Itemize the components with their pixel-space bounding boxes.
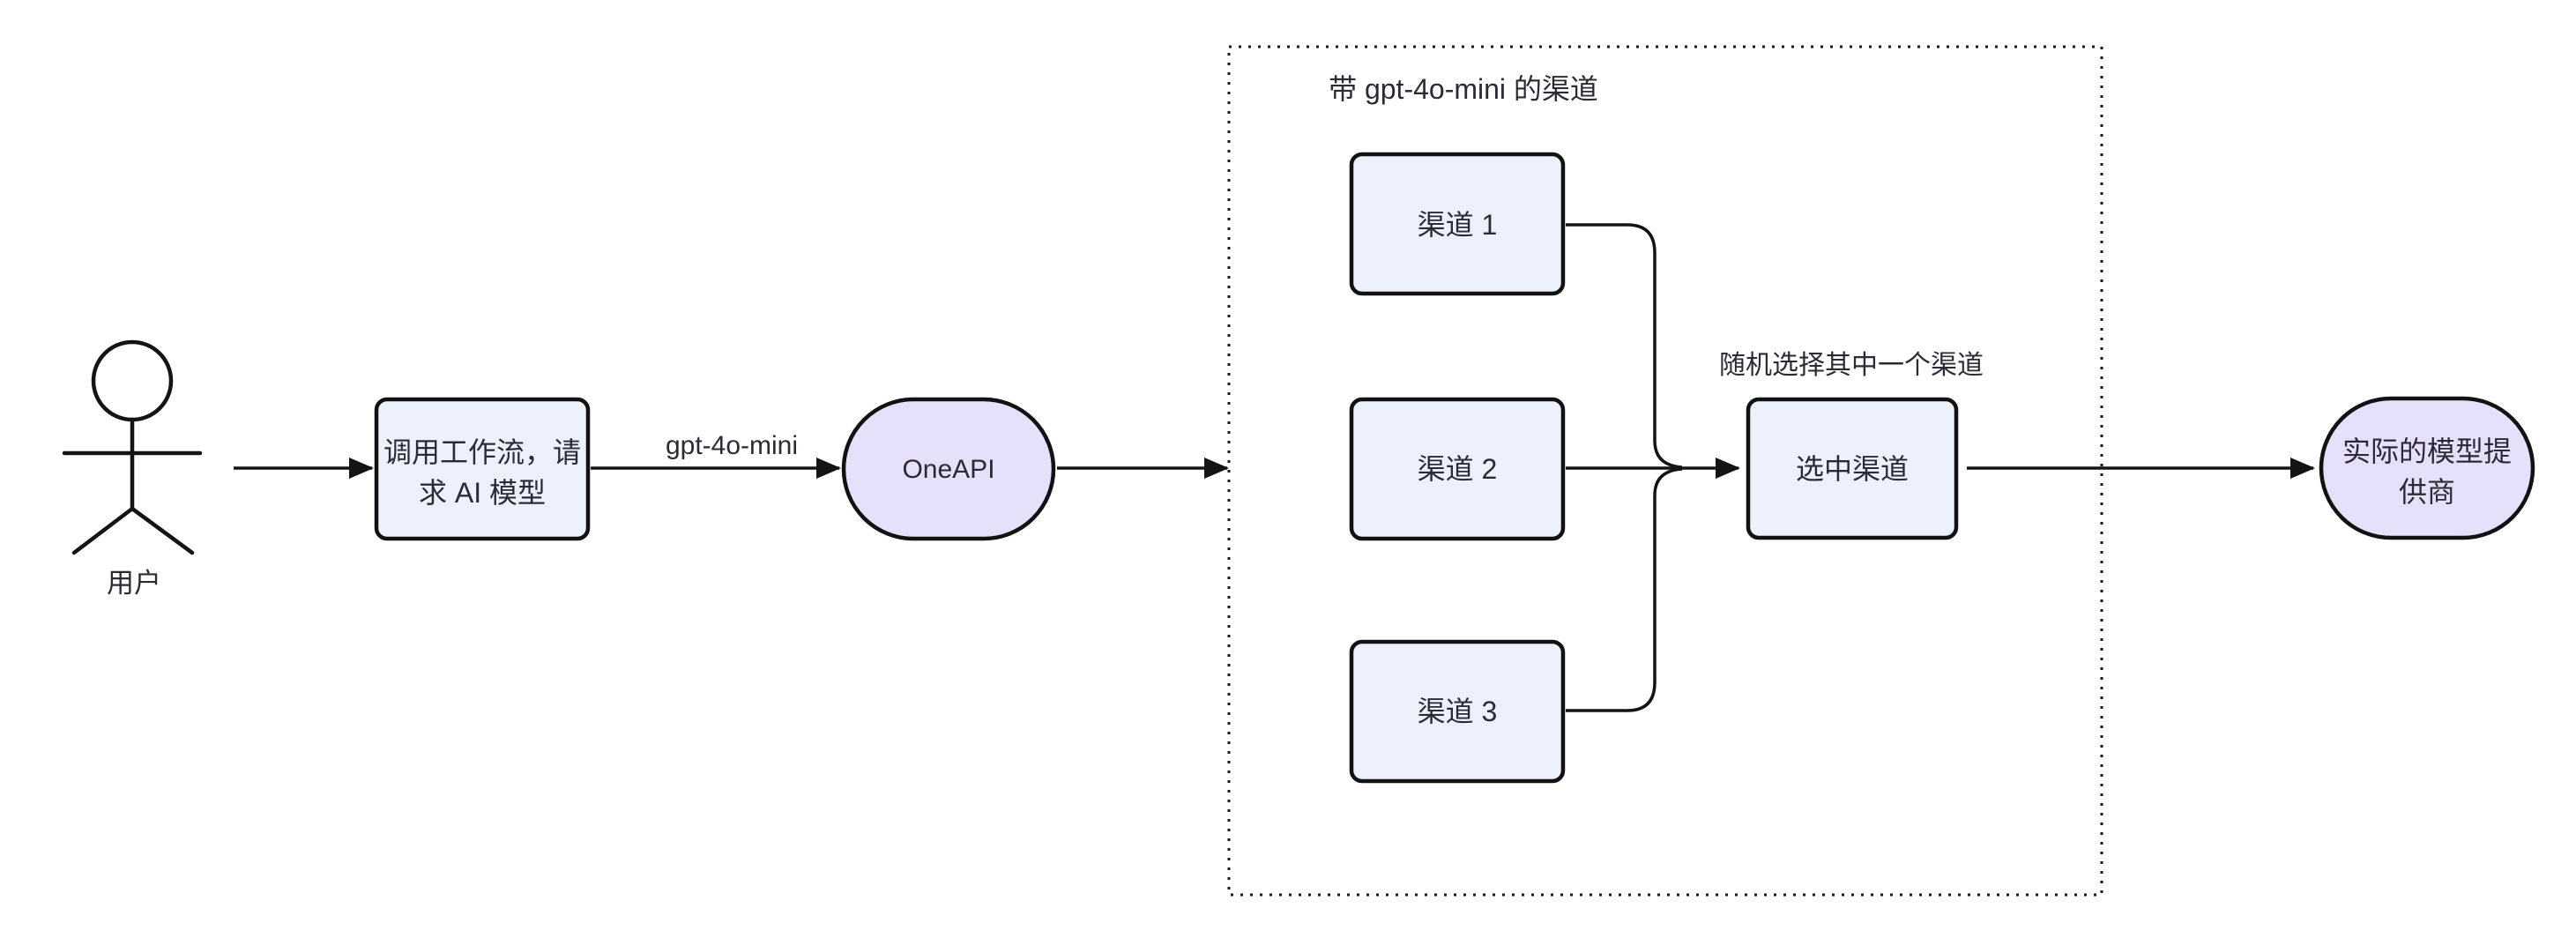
node-workflow-label-line1: 调用工作流，请 <box>383 436 581 468</box>
node-oneapi-shape <box>841 397 1056 541</box>
node-channel2-label: 渠道 2 <box>1418 453 1498 485</box>
edge-channel1-to-merge <box>1566 223 1683 469</box>
actor-right-leg-icon <box>130 506 195 555</box>
node-provider-label-line2: 供商 <box>2399 476 2455 508</box>
node-oneapi: OneAPI <box>841 397 1056 541</box>
node-channel2-shape <box>1349 397 1566 541</box>
edge-label-model: gpt-4o-mini <box>666 431 798 460</box>
actor-left-leg-icon <box>71 506 135 555</box>
random-pick-label: 随机选择其中一个渠道 <box>1719 351 1984 380</box>
node-selected-channel-label: 选中渠道 <box>1796 453 1909 485</box>
node-channel1: 渠道 1 <box>1349 152 1566 296</box>
cluster-title: 带 gpt-4o-mini 的渠道 <box>1329 73 1598 105</box>
node-provider-label-line1: 实际的模型提 <box>2342 436 2512 467</box>
node-channel3: 渠道 3 <box>1349 639 1566 784</box>
cluster-border <box>1227 45 2103 897</box>
node-channel1-label: 渠道 1 <box>1418 209 1498 241</box>
edge-channel3-to-merge <box>1566 467 1683 712</box>
actor-label: 用户 <box>107 568 161 599</box>
node-selected-channel: 随机选择其中一个渠道 选中渠道 <box>1719 351 1984 540</box>
node-selected-channel-shape <box>1746 397 1959 540</box>
node-channel1-shape <box>1349 152 1566 296</box>
actor-user: 用户 <box>62 339 203 599</box>
actor-head-icon <box>91 339 174 422</box>
node-oneapi-label: OneAPI <box>902 455 994 484</box>
node-channel3-label: 渠道 3 <box>1418 696 1498 727</box>
node-channel3-shape <box>1349 639 1566 784</box>
node-workflow: 调用工作流，请 求 AI 模型 <box>374 397 591 541</box>
node-workflow-shape <box>374 397 591 541</box>
cluster-channels: 带 gpt-4o-mini 的渠道 <box>1227 45 2103 897</box>
node-workflow-label-line2: 求 AI 模型 <box>419 477 546 509</box>
edges: gpt-4o-mini <box>234 223 2315 712</box>
node-channel2: 渠道 2 <box>1349 397 1566 541</box>
node-provider-shape <box>2319 396 2535 540</box>
node-provider: 实际的模型提 供商 <box>2319 396 2535 540</box>
